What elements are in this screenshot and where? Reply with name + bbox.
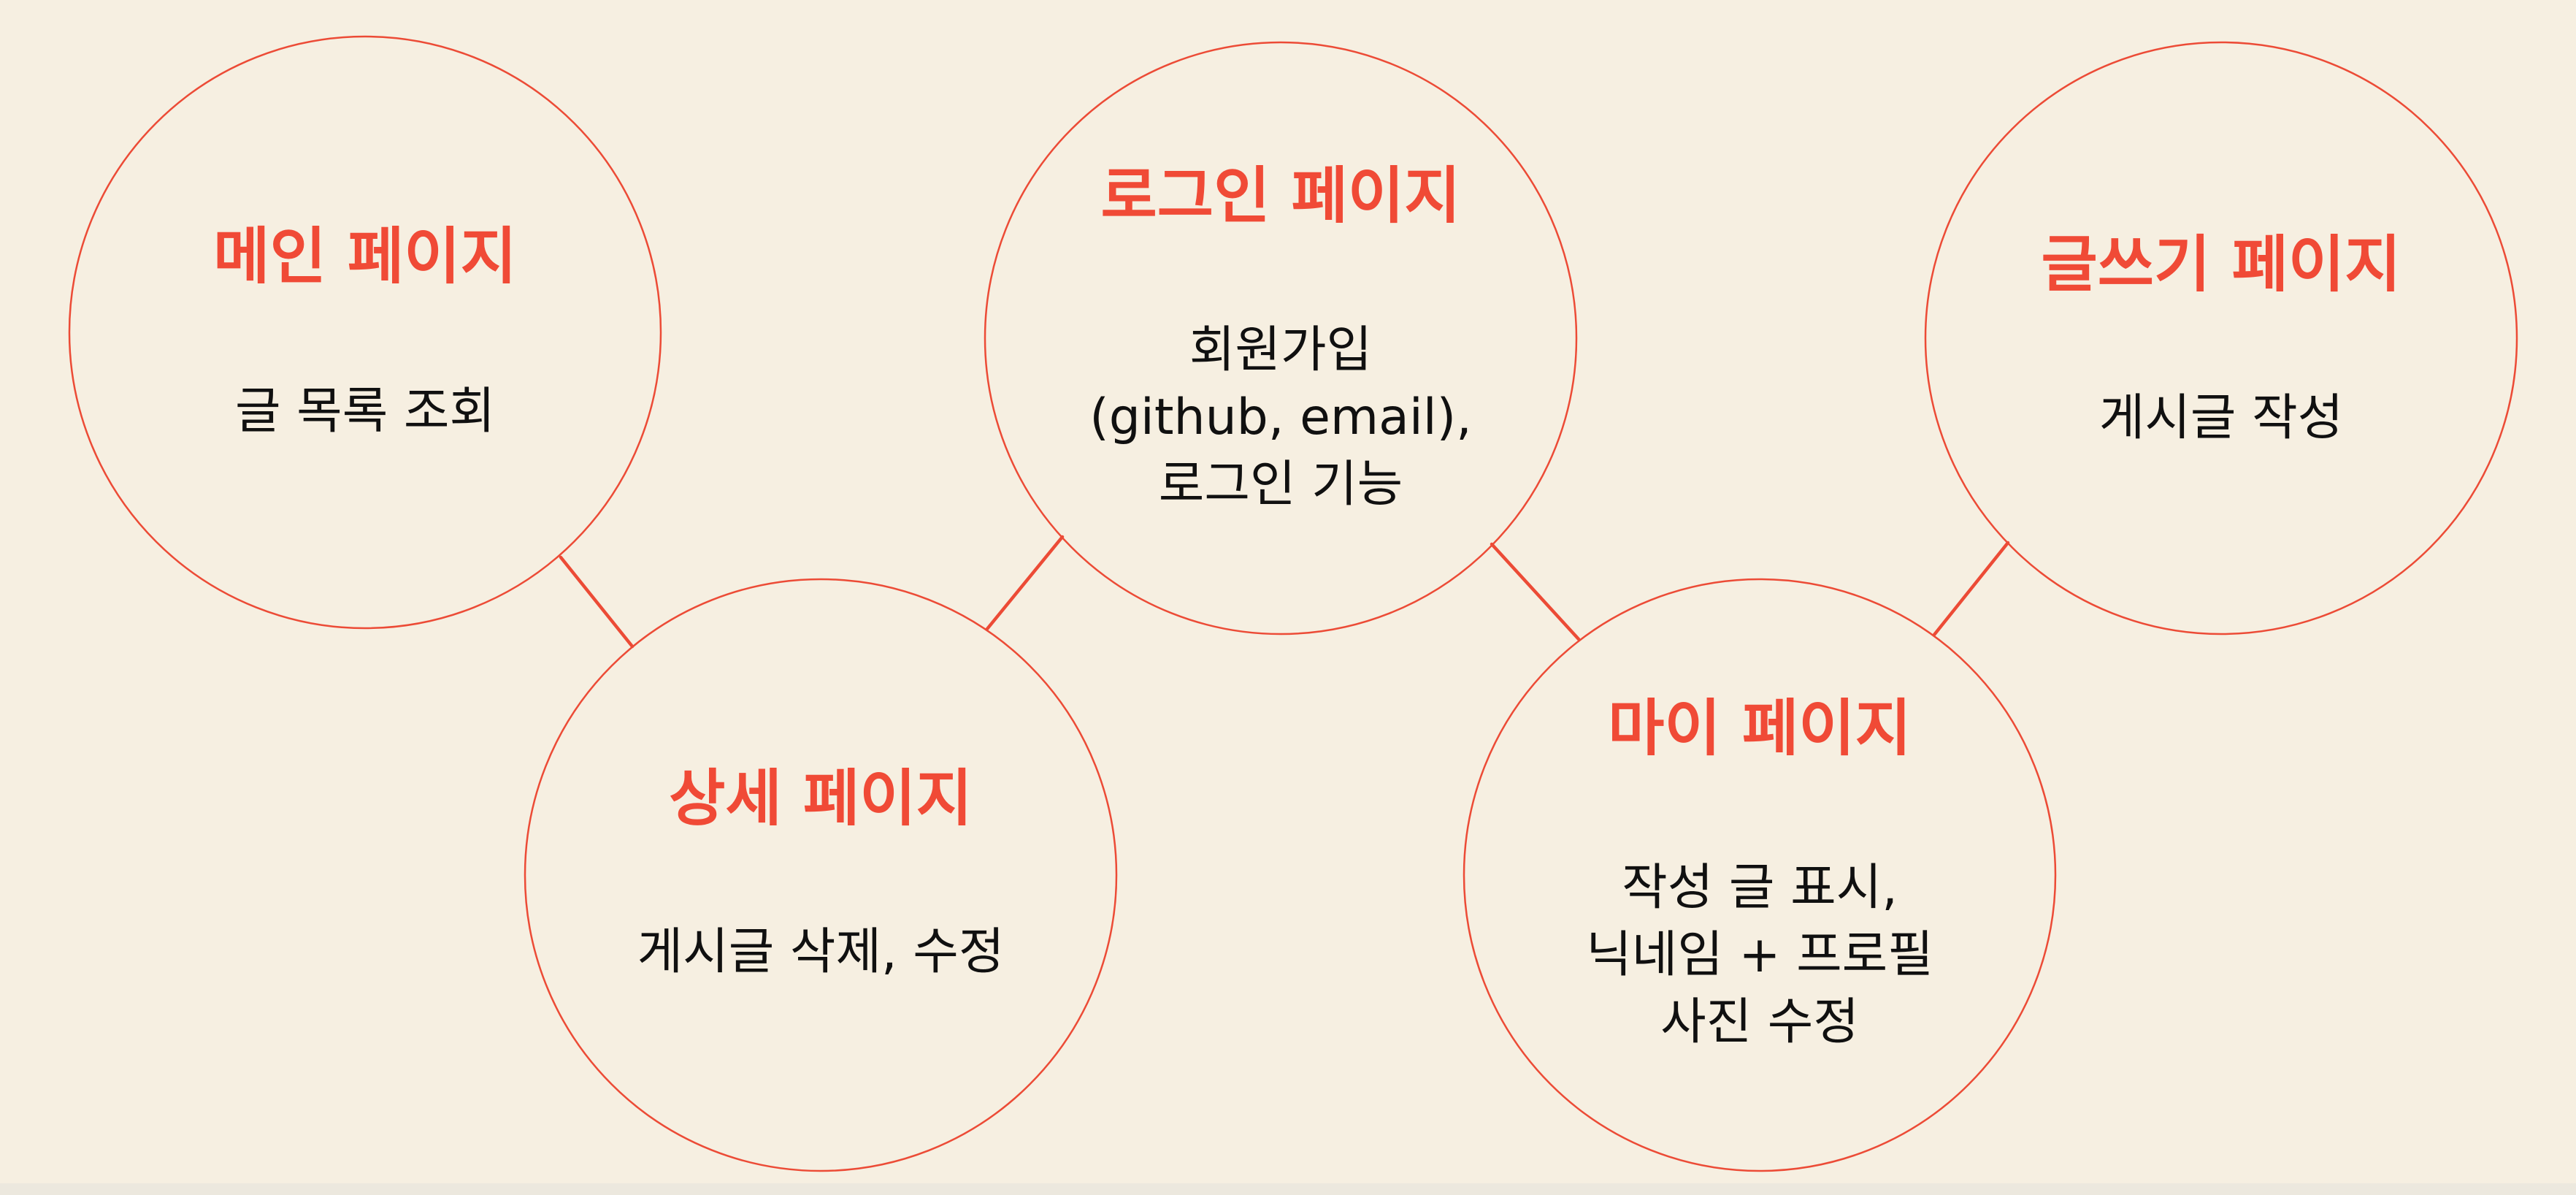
connector-mypage-write — [1932, 541, 2010, 637]
node-title-mypage: 마이 페이지 — [1608, 692, 1912, 764]
node-title-write: 글쓰기 페이지 — [2041, 229, 2401, 300]
node-circle-detail — [524, 578, 1118, 1172]
node-description-write: 게시글 작성 — [1925, 385, 2517, 452]
node-title-detail: 상세 페이지 — [669, 763, 973, 834]
node-description-write-line: 게시글 작성 — [2098, 389, 2344, 447]
node-description-mypage-line-3: 사진 수정 — [1660, 993, 1859, 1051]
node-circle-mypage — [1463, 578, 2057, 1172]
node-circle-main — [68, 35, 662, 630]
node-description-detail: 게시글 삭제, 수정 — [525, 919, 1116, 986]
connector-detail-login — [985, 535, 1065, 631]
node-circle-write — [1924, 41, 2518, 635]
node-description-login-line-3: 로그인 기능 — [1158, 456, 1403, 513]
node-description-main-line: 글 목록 조회 — [234, 383, 496, 440]
node-circle-login — [984, 41, 1578, 635]
node-description-detail-line: 게시글 삭제, 수정 — [637, 923, 1005, 981]
node-description-login-line-2: (github, email), — [1089, 389, 1472, 446]
node-description-mypage-line-1: 작성 글 표시, — [1622, 859, 1898, 917]
connector-login-mypage — [1490, 542, 1581, 641]
bottom-band — [0, 1183, 2576, 1195]
node-description-main: 글 목록 조회 — [69, 378, 661, 446]
connector-main-detail — [559, 555, 635, 649]
node-description-mypage: 작성 글 표시, 닉네임 + 프로필 사진 수정 — [1464, 855, 2055, 1056]
node-title-main: 메인 페이지 — [213, 221, 517, 292]
node-description-login: 회원가입 (github, email), 로그인 기능 — [985, 317, 1576, 519]
node-title-login: 로그인 페이지 — [1100, 160, 1461, 232]
node-description-login-line-1: 회원가입 — [1189, 321, 1373, 379]
node-description-mypage-line-2: 닉네임 + 프로필 — [1586, 926, 1933, 984]
